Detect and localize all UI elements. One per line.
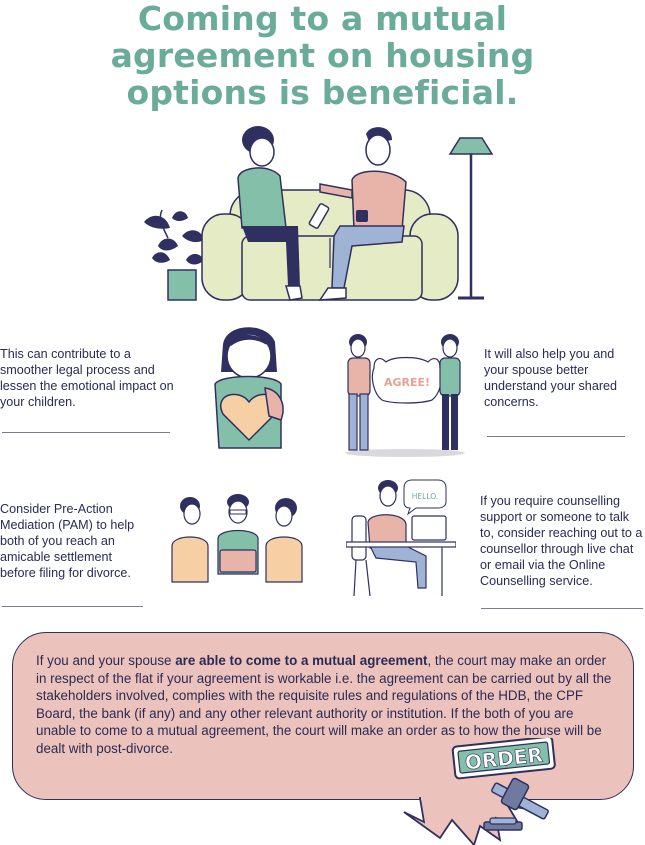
couple-on-sofa-illustration <box>144 126 494 301</box>
order-gavel-illustration: ORDER <box>451 738 556 831</box>
mutual-agreement-emphasis: are able to come to a mutual agreement <box>175 653 428 668</box>
hello-text: HELLO. <box>412 492 438 501</box>
divider <box>2 432 170 433</box>
page-title: Coming to a mutual agreement on housing … <box>110 0 535 112</box>
man-figure-icon <box>318 127 407 301</box>
court-order-speech-bubble <box>12 632 634 800</box>
laptop-icon <box>219 549 257 573</box>
gavel-icon <box>483 777 549 831</box>
mediation-text: Consider Pre-Action Mediation (PAM) to h… <box>0 502 135 580</box>
divider <box>2 606 143 607</box>
online-counselling-illustration: HELLO. <box>346 479 456 597</box>
divider <box>487 436 625 437</box>
hello-speech-bubble <box>403 479 447 516</box>
parent-holding-heart-illustration <box>214 327 284 449</box>
divider <box>481 608 643 609</box>
agree-text: AGREE! <box>384 376 430 389</box>
potted-plant-icon <box>144 209 204 301</box>
mediation-illustration <box>171 494 303 583</box>
floor-lamp-icon <box>448 137 494 300</box>
children-text: This can contribute to a smoother legal … <box>0 347 174 409</box>
couple-agree-illustration: AGREE! <box>345 334 465 457</box>
court-order-text: If you and your spouse are able to come … <box>36 653 612 756</box>
laptop-icon <box>411 515 447 541</box>
concerns-text: It will also help you and your spouse be… <box>484 347 618 409</box>
counselling-text: If you require counselling support or so… <box>480 494 643 588</box>
woman-figure-icon <box>237 126 330 301</box>
